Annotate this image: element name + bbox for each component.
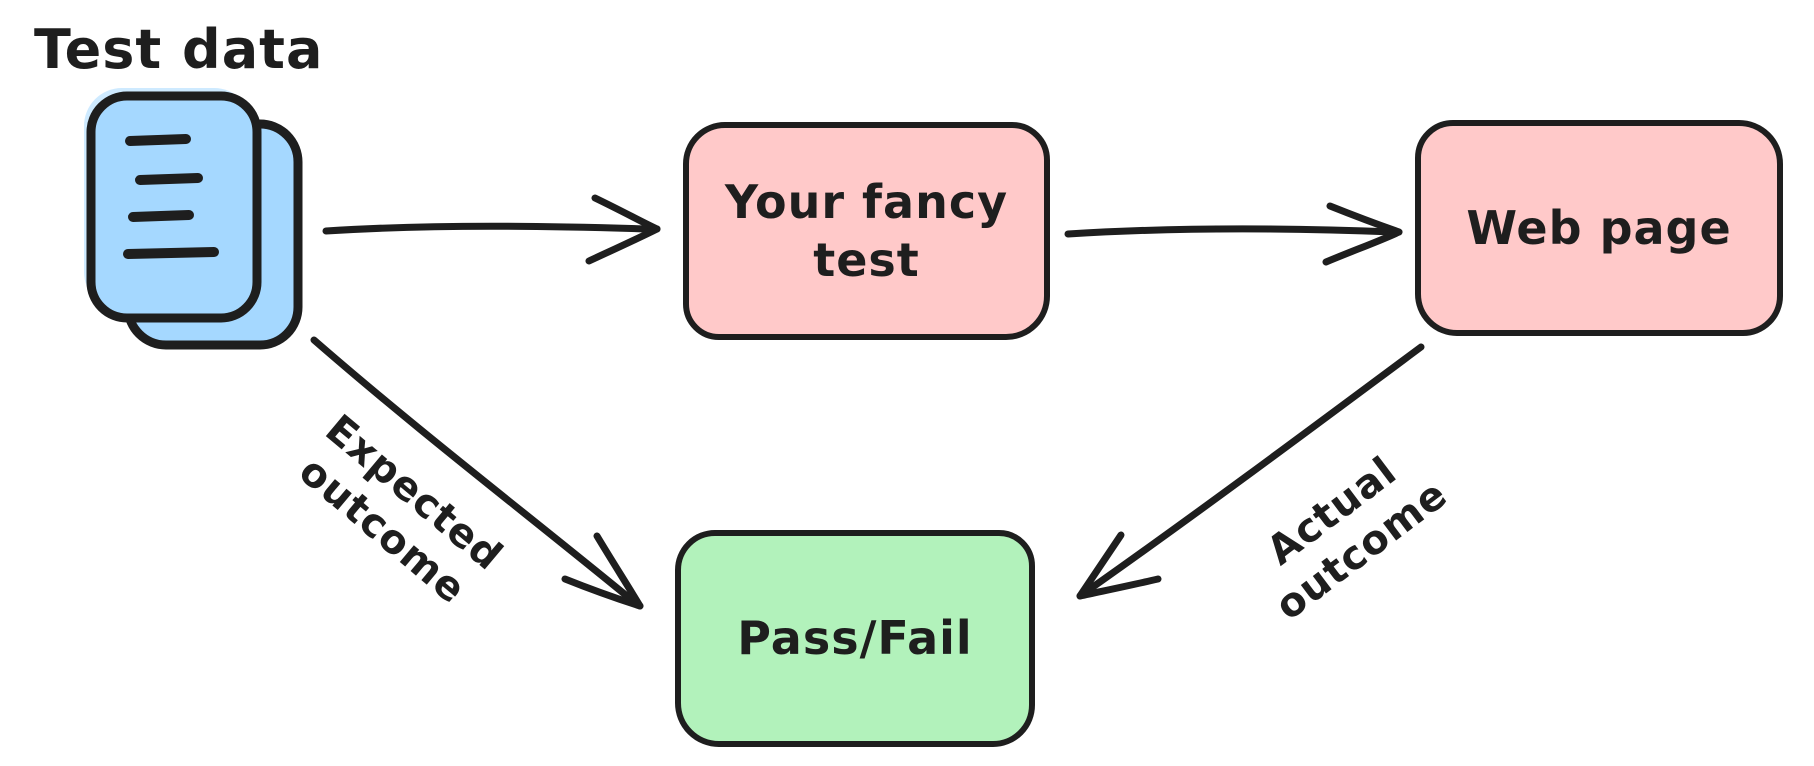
- documents-icon: [84, 88, 303, 350]
- arrow-test-data-to-pass-fail: [310, 336, 644, 610]
- document-text-lines: [123, 134, 219, 259]
- document-front-page: [86, 91, 262, 323]
- arrow-your-fancy-test-to-web-page: [1064, 202, 1403, 266]
- node-your-fancy-test-label: Your fancy test: [724, 174, 1009, 287]
- node-web-page: Web page: [1415, 120, 1783, 336]
- node-web-page-label: Web page: [1466, 200, 1732, 255]
- node-your-fancy-test: Your fancy test: [683, 122, 1050, 340]
- arrow-web-page-to-pass-fail: [1076, 343, 1425, 600]
- arrow-test-data-to-your-fancy-test: [322, 194, 661, 265]
- test-data-label: Test data: [34, 18, 324, 81]
- node-pass-fail: Pass/Fail: [675, 530, 1035, 747]
- node-pass-fail-label: Pass/Fail: [737, 611, 973, 666]
